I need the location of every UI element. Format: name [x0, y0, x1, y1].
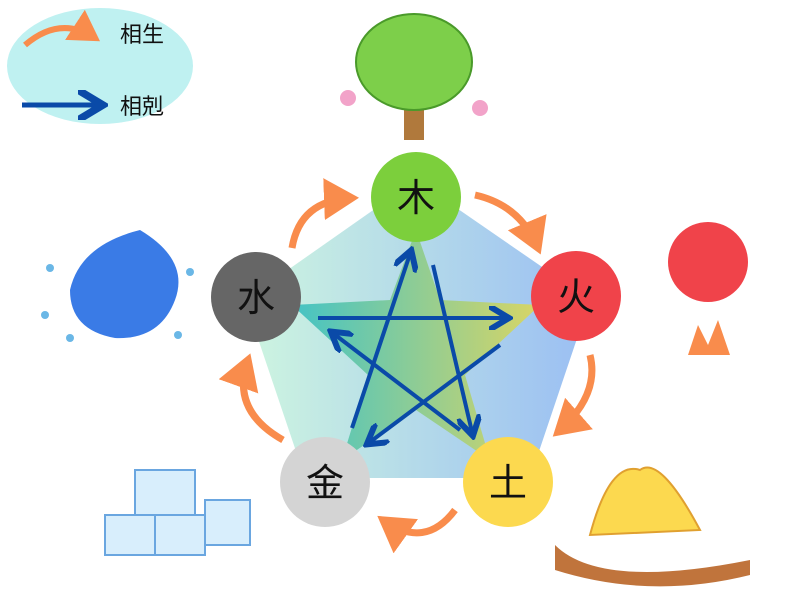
tree-illustration: [340, 13, 488, 140]
ice-cube-illustration: [104, 469, 251, 556]
svg-text:土: 土: [489, 461, 527, 505]
svg-text:金: 金: [306, 461, 344, 505]
overcoming-arrows: [318, 254, 505, 442]
sun-illustration: [668, 222, 748, 355]
star-background: [292, 230, 540, 460]
generating-arrow-icon: [23, 9, 101, 48]
water-drop-illustration: [41, 230, 194, 342]
legend-overcoming-label: 相剋: [120, 95, 164, 120]
element-fire: 火: [531, 251, 621, 341]
mountain-illustration: [555, 466, 750, 587]
legend: 相生 相剋: [7, 8, 193, 124]
element-wood: 木: [371, 152, 461, 242]
svg-text:水: 水: [237, 276, 275, 320]
generating-arrows: [218, 178, 596, 554]
element-earth: 土: [463, 437, 553, 527]
legend-generating-label: 相生: [120, 23, 164, 48]
element-metal: 金: [280, 437, 370, 527]
element-water: 水: [211, 252, 301, 342]
svg-text:木: 木: [397, 176, 435, 220]
svg-text:火: 火: [557, 275, 595, 319]
